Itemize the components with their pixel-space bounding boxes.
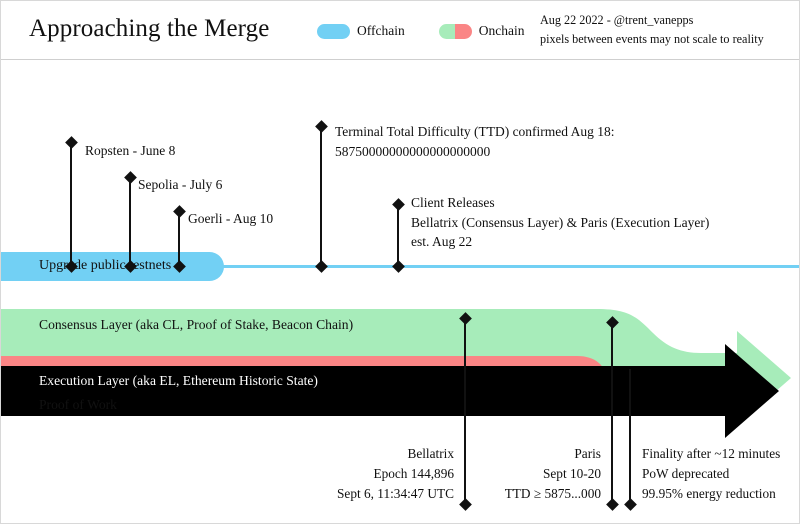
event-label-ttd: Terminal Total Difficulty (TTD) confirme… — [335, 122, 615, 161]
legend-item-onchain: Onchain — [438, 23, 525, 39]
offchain-upgrade-pill — [1, 252, 224, 281]
marker-stem-ropsten — [70, 143, 72, 267]
credit-disclaimer: pixels between events may not scale to r… — [540, 31, 764, 46]
event-label-ttd-line2: 58750000000000000000000 — [335, 143, 491, 159]
marker-stem-sepolia — [129, 178, 131, 267]
event-label-paris: Paris Sept 10-20 TTD ≥ 5875...000 — [431, 444, 601, 504]
proof-of-work-label: Proof of Work — [39, 397, 117, 412]
legend-label-offchain: Offchain — [357, 23, 405, 38]
event-label-bellatrix-line1: Bellatrix — [407, 446, 454, 461]
swatch-half-green — [438, 23, 456, 39]
header-bar: Approaching the Merge Offchain Onchain A… — [1, 1, 799, 60]
execution-layer-label: Execution Layer (aka EL, Ethereum Histor… — [39, 373, 318, 388]
legend-item-offchain: Offchain — [317, 23, 405, 39]
marker-stem-goerli — [178, 212, 180, 267]
event-label-paris-line2: Sept 10-20 — [543, 465, 601, 481]
marker-stem-client-releases — [397, 205, 399, 267]
pill-swatch-icon — [317, 23, 350, 39]
event-label-finality: Finality after ~12 minutes PoW deprecate… — [642, 444, 780, 504]
credit-date-author: Aug 22 2022 - @trent_vanepps — [540, 13, 694, 27]
execution-layer-band — [1, 344, 779, 438]
marker-stem-bellatrix — [464, 319, 466, 505]
event-label-client-releases: Client Releases Bellatrix (Consensus Lay… — [411, 193, 709, 252]
event-label-bellatrix-line3: Sept 6, 11:34:47 UTC — [337, 485, 454, 501]
legend-label-onchain: Onchain — [478, 23, 525, 38]
event-label-paris-line3: TTD ≥ 5875...000 — [504, 485, 601, 501]
marker-stem-ttd — [320, 127, 322, 267]
event-label-goerli: Goerli - Aug 10 — [188, 211, 274, 226]
event-label-ropsten: Ropsten - June 8 — [85, 143, 176, 158]
event-label-client-releases-line1: Client Releases — [411, 195, 495, 210]
event-label-sepolia: Sepolia - July 6 — [138, 177, 223, 192]
event-label-ttd-line1: Terminal Total Difficulty (TTD) confirme… — [335, 124, 615, 139]
event-label-finality-line1: Finality after ~12 minutes — [642, 446, 781, 461]
swatch-half-red — [455, 23, 472, 39]
marker-stem-paris — [611, 323, 613, 505]
pill-swatch-split-icon — [438, 23, 472, 39]
event-label-client-releases-line2: Bellatrix (Consensus Layer) & Paris (Exe… — [411, 214, 710, 230]
event-label-bellatrix: Bellatrix Epoch 144,896 Sept 6, 11:34:47… — [244, 444, 454, 504]
consensus-layer-label: Consensus Layer (aka CL, Proof of Stake,… — [39, 317, 354, 332]
event-label-client-releases-line3: est. Aug 22 — [411, 234, 473, 250]
event-label-paris-line1: Paris — [574, 446, 601, 461]
event-label-finality-line2: PoW deprecated — [642, 465, 730, 481]
marker-stem-finality — [629, 369, 631, 505]
credit-block: Aug 22 2022 - @trent_vanepps pixels betw… — [540, 11, 796, 49]
legend: Offchain Onchain — [317, 23, 524, 39]
page-title: Approaching the Merge — [29, 15, 270, 42]
event-label-finality-line3: 99.95% energy reduction — [642, 485, 776, 501]
event-label-bellatrix-line2: Epoch 144,896 — [373, 465, 454, 481]
